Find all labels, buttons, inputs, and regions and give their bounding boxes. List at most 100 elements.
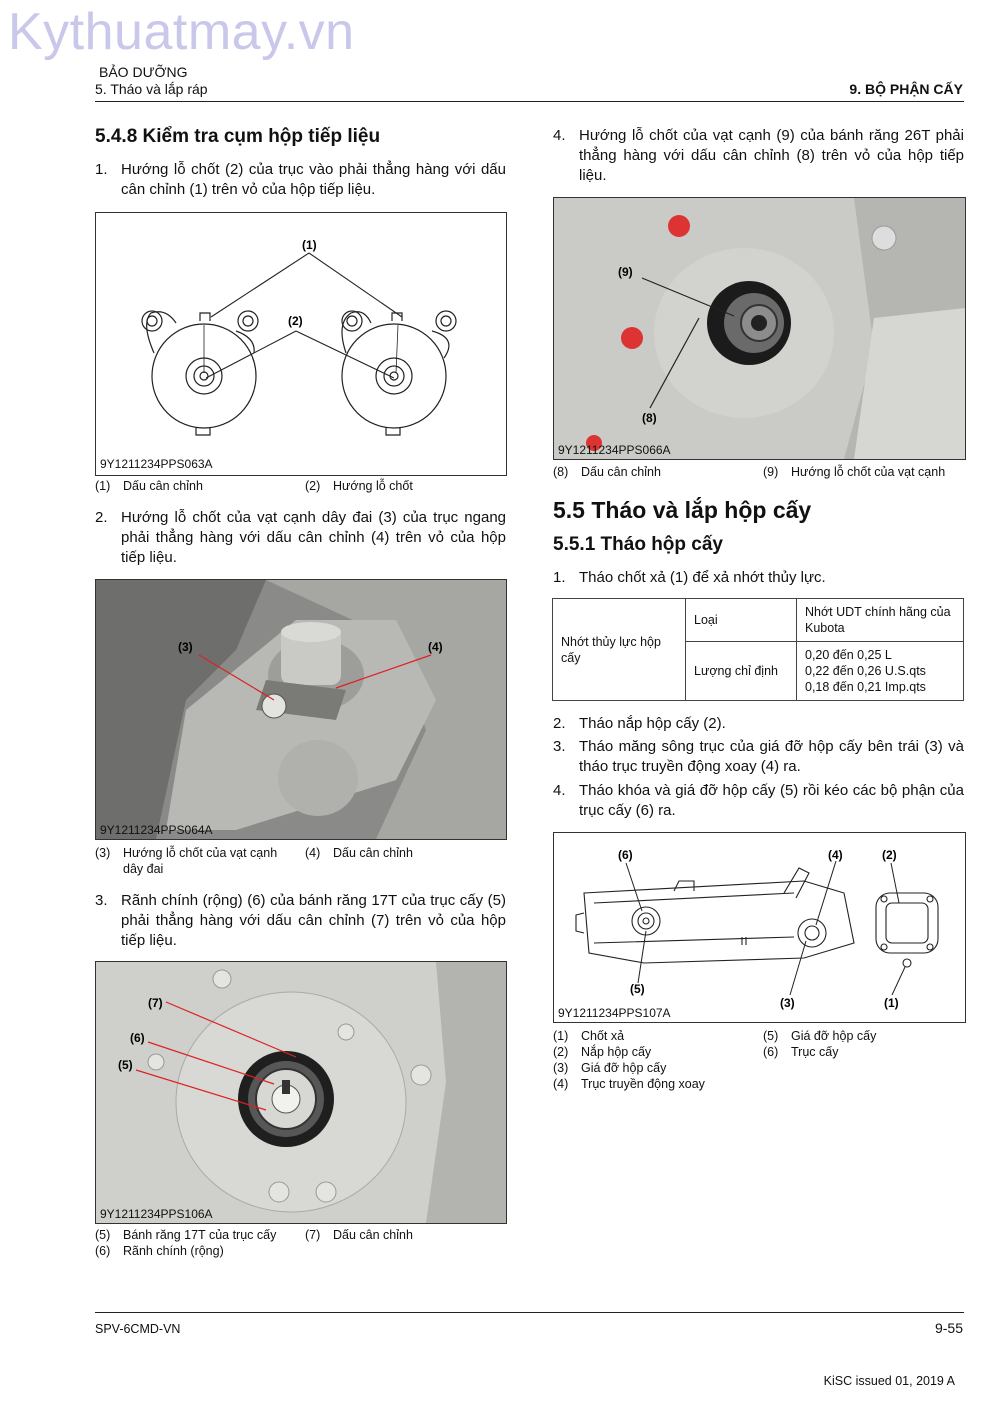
step-number: 3. (95, 892, 108, 909)
step-text: Rãnh chính (rộng) (6) của bánh răng 17T … (121, 892, 506, 949)
footer-issued: KiSC issued 01, 2019 A (823, 1374, 955, 1388)
step-text: Tháo nắp hộp cấy (2). (579, 715, 726, 732)
step-remove-3: 3. Tháo măng sông trục của giá đỡ hộp cấ… (553, 737, 964, 779)
caption-text: Giá đỡ hộp cấy (791, 1029, 877, 1043)
amount-imp-qts: 0,18 đến 0,21 Imp.qts (805, 680, 926, 694)
caption-text: Dấu cân chỉnh (333, 1228, 413, 1242)
table-key-type: Loại (685, 598, 797, 642)
callout-8: (8) (642, 411, 657, 425)
caption-number: (4) (553, 1077, 569, 1091)
oil-spec-table: Nhớt thủy lực hộp cấy Loại Nhớt UDT chín… (552, 598, 964, 701)
callout-5: (5) (118, 1058, 133, 1072)
section-heading-55: 5.5 Tháo và lắp hộp cấy (553, 497, 812, 523)
step-text: Tháo măng sông trục của giá đỡ hộp cấy b… (579, 738, 964, 775)
caption-text: Dấu cân chỉnh (333, 846, 413, 860)
figure-gear-17t-photo: (7) (6) (5) 9Y1211234PPS106A (95, 961, 507, 1224)
section-heading-551: 5.5.1 Tháo hộp cấy (553, 534, 723, 555)
step-number: 4. (553, 782, 566, 799)
step-text: Tháo chốt xả (1) để xả nhớt thủy lực. (579, 569, 826, 586)
callout-2: (2) (882, 848, 897, 862)
callout-3: (3) (780, 996, 795, 1010)
caption-number: (3) (95, 846, 111, 860)
step-remove-2: 2. Tháo nắp hộp cấy (2). (553, 714, 964, 734)
caption-text: Giá đỡ hộp cấy (581, 1061, 667, 1075)
callout-4: (4) (428, 640, 443, 654)
caption-text: Trục cấy (791, 1045, 839, 1059)
caption-text: Hướng lỗ chốt của vạt cạnh (791, 465, 946, 479)
step-text: Hướng lỗ chốt của vạt cạnh (9) của bánh … (579, 127, 964, 184)
step-remove-1: 1. Tháo chốt xả (1) để xả nhớt thủy lực. (553, 568, 964, 590)
figure-planting-case-diagram: (6) (5) (4) (3) (2) (1) 9Y1211234PPS107A (553, 832, 966, 1023)
step-number: 4. (553, 127, 566, 144)
figure-4-captions: (8) Dấu cân chỉnh (9) Hướng lỗ chốt của … (553, 464, 964, 482)
caption-number: (2) (305, 479, 321, 493)
step-1: 1. Hướng lỗ chốt (2) của trục vào phải t… (95, 160, 506, 202)
callout-6: (6) (130, 1031, 145, 1045)
callout-7: (7) (148, 996, 163, 1010)
step-number: 2. (553, 715, 566, 732)
figure-code: 9Y1211234PPS063A (100, 457, 213, 471)
caption-number: (3) (553, 1061, 569, 1075)
figure-code: 9Y1211234PPS106A (100, 1207, 213, 1221)
step-2: 2. Hướng lỗ chốt của vạt cạnh dây đai (3… (95, 508, 506, 570)
step-text: Hướng lỗ chốt (2) của trục vào phải thẳn… (121, 161, 506, 198)
step-number: 1. (553, 569, 566, 586)
belt-pulley-photo: (3) (4) (96, 580, 506, 839)
step-number: 1. (95, 161, 108, 178)
caption-text: Rãnh chính (rộng) (123, 1244, 224, 1258)
caption-number: (6) (95, 1244, 111, 1258)
feed-box-line-drawing: (1) (2) (141, 238, 457, 436)
callout-2: (2) (288, 314, 303, 328)
callout-9: (9) (618, 265, 633, 279)
caption-number: (9) (763, 465, 779, 479)
caption-number: (1) (95, 479, 111, 493)
callout-1: (1) (302, 238, 317, 252)
caption-number: (2) (553, 1045, 569, 1059)
caption-number: (6) (763, 1045, 779, 1059)
caption-text: Hướng lỗ chốt (333, 479, 413, 493)
figure-feed-box-diagram: (1) (2) 9Y1211234PPS063A (95, 212, 507, 476)
footer-page-number: 9-55 (934, 1320, 963, 1336)
figure-code: 9Y1211234PPS064A (100, 823, 213, 837)
caption-text: Dấu cân chỉnh (123, 479, 203, 493)
caption-text: Bánh răng 17T của trục cấy (123, 1228, 277, 1242)
figure-code: 9Y1211234PPS066A (558, 443, 671, 457)
gear-26t-photo: (9) (8) (554, 198, 965, 459)
table-key-amount: Lượng chỉ định (685, 641, 797, 701)
amount-us-qts: 0,22 đến 0,26 U.S.qts (805, 664, 926, 678)
caption-number: (1) (553, 1029, 569, 1043)
figure-belt-pulley-photo: (3) (4) 9Y1211234PPS064A (95, 579, 507, 840)
step-4: 4. Hướng lỗ chốt của vạt cạnh (9) của bá… (553, 126, 964, 188)
header-rule (95, 101, 964, 102)
figure-5-captions: (1) Chốt xả (5) Giá đỡ hộp cấy (2) Nắp h… (553, 1028, 964, 1092)
figure-1-captions: (1) Dấu cân chỉnh (2) Hướng lỗ chốt (95, 478, 505, 496)
caption-number: (5) (95, 1228, 111, 1242)
footer-doc-code: SPV-6CMD-VN (95, 1322, 181, 1336)
step-3: 3. Rãnh chính (rộng) (6) của bánh răng 1… (95, 891, 506, 953)
step-number: 3. (553, 738, 566, 755)
figure-code: 9Y1211234PPS107A (558, 1006, 671, 1020)
callout-3: (3) (178, 640, 193, 654)
caption-number: (4) (305, 846, 321, 860)
footer-rule (95, 1312, 964, 1313)
figure-gear-26t-photo: (9) (8) 9Y1211234PPS066A (553, 197, 966, 460)
caption-text: Dấu cân chỉnh (581, 465, 661, 479)
figure-2-captions: (3) Hướng lỗ chốt của vạt cạnh dây đai (… (95, 845, 505, 879)
section-heading-548: 5.4.8 Kiểm tra cụm hộp tiếp liệu (95, 126, 381, 147)
amount-liters: 0,20 đến 0,25 L (805, 648, 892, 662)
step-remove-4: 4. Tháo khóa và giá đỡ hộp cấy (5) rồi k… (553, 781, 964, 823)
caption-text: Hướng lỗ chốt của vạt cạnh (123, 846, 278, 860)
table-value-amount: 0,20 đến 0,25 L 0,22 đến 0,26 U.S.qts 0,… (796, 641, 964, 701)
step-text: Tháo khóa và giá đỡ hộp cấy (5) rồi kéo … (579, 782, 964, 819)
step-text: Hướng lỗ chốt của vạt cạnh dây đai (3) c… (121, 509, 506, 566)
caption-text: Chốt xả (581, 1029, 625, 1043)
watermark-logo: Kythuatmay.vn (8, 3, 355, 61)
table-value-type: Nhớt UDT chính hãng của Kubota (796, 598, 964, 642)
step-number: 2. (95, 509, 108, 526)
caption-text: dây đai (123, 862, 164, 876)
header-subsection: 5. Tháo và lắp ráp (95, 81, 208, 97)
callout-4: (4) (828, 848, 843, 862)
caption-number: (7) (305, 1228, 321, 1242)
caption-number: (5) (763, 1029, 779, 1043)
caption-text: Nắp hộp cấy (581, 1045, 652, 1059)
